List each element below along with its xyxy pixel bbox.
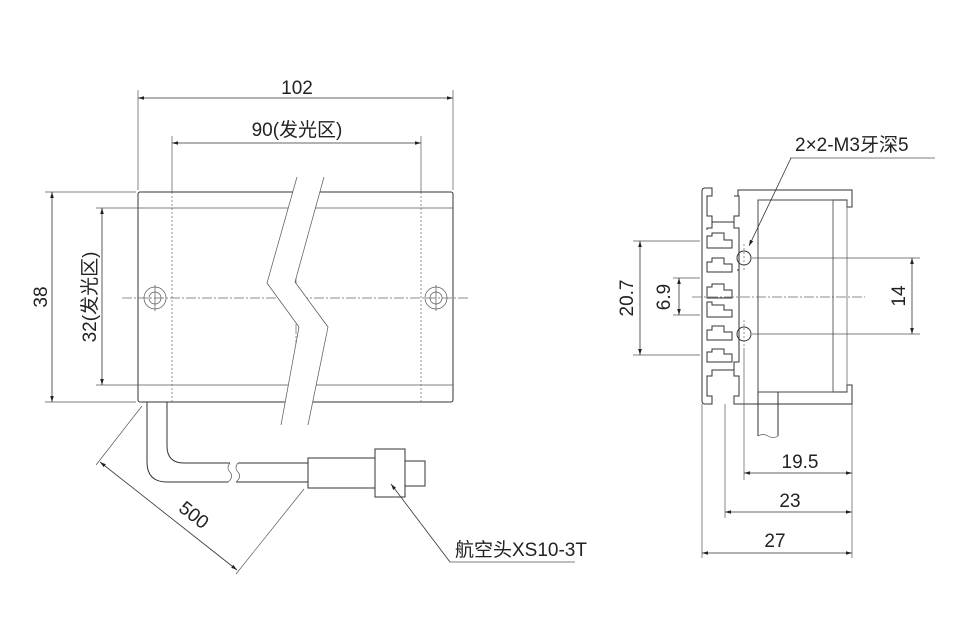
- connector-leader: [390, 483, 451, 563]
- front-view: 102 90(发光区) 38 32(发光区) 航空头XS10-3T: [31, 78, 587, 575]
- dim-23: 23: [779, 491, 800, 512]
- t-slots: [706, 222, 740, 370]
- thread-leader: [748, 157, 792, 247]
- m3-thread-hole-bottom: [736, 320, 752, 348]
- dim-emitting-length: 90(发光区): [252, 119, 343, 141]
- side-view: 2×2-M3牙深5 20.7 6.9 14 19.5 23 27: [617, 134, 935, 558]
- dim-emitting-height: 32(发光区): [79, 252, 101, 343]
- dim-overall-length: 102: [281, 78, 313, 99]
- dim-6-9: 6.9: [654, 284, 675, 310]
- break-gap: [267, 177, 328, 425]
- dim-14: 14: [889, 285, 910, 307]
- m3-thread-hole-top: [736, 244, 752, 272]
- connector-label: 航空头XS10-3T: [455, 539, 587, 561]
- dim-20-7: 20.7: [617, 280, 638, 317]
- dim-line-500: [99, 461, 238, 571]
- aviation-connector: [307, 448, 426, 498]
- thread-label: 2×2-M3牙深5: [795, 134, 909, 156]
- dim-27: 27: [764, 531, 785, 552]
- break-line-left: [266, 176, 300, 426]
- dim-overall-height: 38: [31, 286, 52, 307]
- mounting-hole-left: [143, 285, 167, 311]
- lens-window: [757, 199, 834, 393]
- dim-19-5: 19.5: [782, 452, 819, 473]
- mounting-hole-right: [424, 285, 448, 311]
- dim-cable-length: 500: [174, 498, 212, 534]
- cable-stub: [757, 392, 779, 436]
- break-line-right: [294, 176, 329, 426]
- profile-outline: [701, 187, 853, 405]
